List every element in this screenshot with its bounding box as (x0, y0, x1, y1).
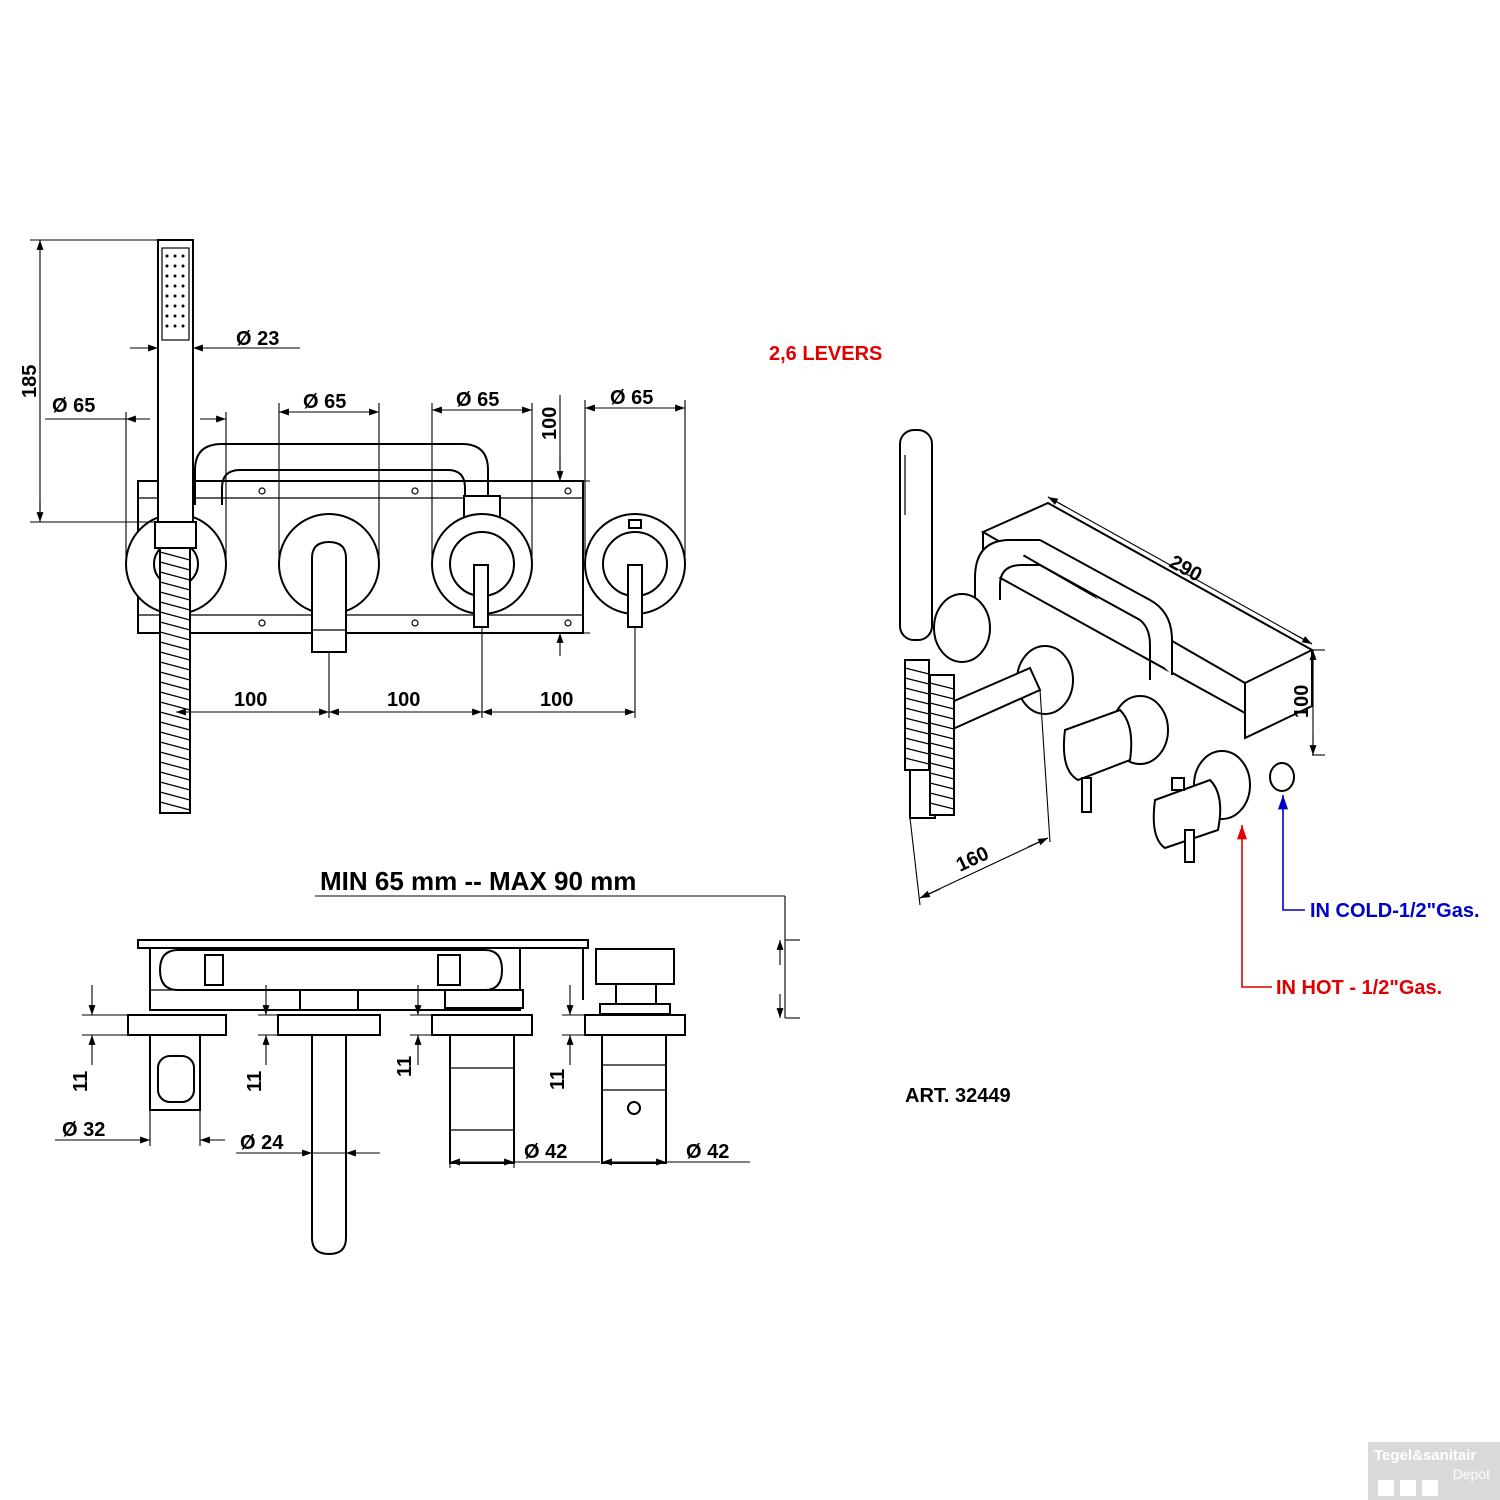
iso-view: 2,6 LEVERS 290 100 (769, 343, 1480, 999)
handshower-front[interactable] (157, 239, 194, 527)
section-view: MIN 65 mm -- MAX 90 mm (55, 866, 800, 1256)
dim-spacing-3: 100 (540, 689, 573, 711)
dim-handshower-diameter: Ø 23 (236, 328, 279, 350)
article-number: ART. 32449 (905, 1085, 1011, 1107)
dim-cover-1: 11 (70, 1071, 92, 1092)
handle-side-1[interactable] (449, 1034, 515, 1164)
cold-inlet-leader (1277, 795, 1305, 911)
lever-mixer-2[interactable] (627, 564, 643, 628)
iso-lever-1[interactable] (1081, 777, 1092, 813)
shower-hose (159, 544, 191, 814)
watermark-square-icon (1400, 1480, 1416, 1496)
watermark-drop-icon (1378, 1480, 1394, 1496)
connecting-pipe (194, 443, 489, 505)
handshower-nozzles (165, 254, 185, 328)
dim-holder-diameter: Ø 32 (62, 1119, 105, 1141)
watermark-logo: Tegel&sanitair Depot (1368, 1442, 1500, 1500)
hot-inlet-label: IN HOT - 1/2"Gas. (1276, 977, 1442, 999)
hot-inlet-leader (1236, 825, 1272, 988)
handle-side-2[interactable] (601, 1034, 667, 1164)
cover-plate-4 (584, 1014, 686, 1036)
wall-depth-label: MIN 65 mm -- MAX 90 mm (320, 866, 636, 896)
dim-rosette-1-diameter: Ø 65 (52, 395, 95, 417)
watermark-square-icon-2 (1422, 1480, 1438, 1496)
dim-spout-diameter: Ø 24 (240, 1132, 284, 1154)
dim-rosette-2-diameter: Ø 65 (303, 391, 346, 413)
spout-front (311, 540, 347, 653)
dim-cover-2: 11 (244, 1071, 266, 1092)
cold-inlet-label: IN COLD-1/2"Gas. (1310, 900, 1480, 922)
watermark-line-1: Tegel&sanitair (1374, 1447, 1477, 1464)
dim-plate-height: 100 (539, 407, 561, 440)
cover-plate-3 (431, 1014, 533, 1036)
lever-mixer-1[interactable] (473, 564, 489, 628)
dim-iso-spout-projection: 160 (953, 842, 993, 876)
spout-side (311, 1034, 347, 1256)
cover-plate-1 (127, 1014, 227, 1036)
dim-cover-4: 11 (547, 1069, 569, 1090)
iso-handshower[interactable] (899, 429, 933, 641)
dim-iso-height: 100 (1291, 685, 1313, 718)
dim-cover-3: 11 (394, 1056, 416, 1077)
dim-overall-height: 185 (19, 365, 41, 398)
dim-rosette-3-diameter: Ø 65 (456, 389, 499, 411)
dim-handle-2-diameter: Ø 42 (686, 1141, 729, 1163)
iso-lever-2[interactable] (1184, 829, 1195, 863)
iso-title: 2,6 LEVERS (769, 343, 882, 365)
front-view: Ø 23 185 Ø 65 Ø 65 Ø 65 100 (19, 239, 686, 814)
cover-plate-2 (277, 1014, 381, 1036)
dim-rosette-4-diameter: Ø 65 (610, 387, 653, 409)
plate-edge (137, 939, 589, 949)
watermark-line-2: Depot (1452, 1466, 1490, 1482)
dim-spacing-1: 100 (234, 689, 267, 711)
dim-spacing-2: 100 (387, 689, 420, 711)
dim-handle-1-diameter: Ø 42 (524, 1141, 567, 1163)
